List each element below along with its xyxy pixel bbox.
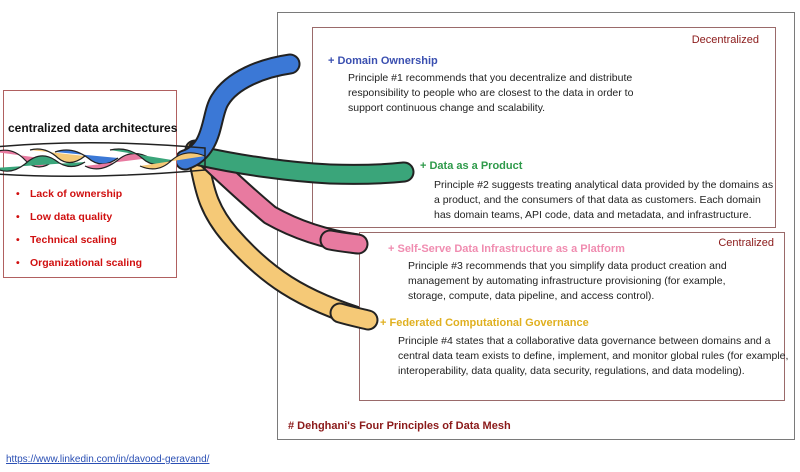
principle-3-line: storage, compute, data pipeline, and acc… (408, 290, 655, 302)
principle-2-line: has domain teams, API code, data and met… (434, 209, 752, 221)
decentralized-label: Decentralized (691, 34, 759, 46)
centralized-box: Centralized (359, 232, 785, 401)
issue-item: Low data quality (16, 211, 112, 223)
rope-pink-tip-fill (321, 231, 367, 253)
principle-3-line: Principle #3 recommends that you simplif… (408, 260, 727, 272)
rope-yellow-fill (186, 141, 377, 329)
principle-3-heading: + Self-Serve Data Infrastructure as a Pl… (388, 243, 625, 255)
principle-1-line: support continuous change and scalabilit… (348, 102, 546, 114)
centralized-label: Centralized (718, 237, 774, 249)
decentralized-box: Decentralized (312, 27, 776, 228)
principle-2-line: a product, and the consumers of that dat… (434, 194, 761, 206)
principle-3-line: management by automating infrastructure … (408, 275, 726, 287)
rope-yellow-tip-fill (331, 304, 377, 329)
issue-item: Lack of ownership (16, 188, 122, 200)
twist-seg (29, 148, 86, 164)
centralized-architectures-box (3, 90, 177, 278)
principle-2-line: Principle #2 suggests treating analytica… (434, 179, 774, 191)
twist-seg (139, 152, 206, 170)
principle-4-line: Principle #4 states that a collaborative… (398, 335, 771, 347)
rope-green-fill (191, 147, 413, 183)
centralized-title: centralized data architectures (8, 121, 178, 135)
principle-4-line: central data team exists to define, impl… (398, 350, 789, 362)
twist-outline (0, 141, 206, 177)
principle-4-heading: + Federated Computational Governance (380, 317, 589, 329)
issue-item: Organizational scaling (16, 257, 142, 269)
twist-seg (54, 149, 119, 165)
linkedin-link[interactable]: https://www.linkedin.com/in/davood-gerav… (6, 454, 210, 465)
twist-seg (84, 152, 151, 170)
principle-4-line: interoperability, data quality, data sec… (398, 365, 745, 377)
diagram-title: # Dehghani's Four Principles of Data Mes… (288, 420, 511, 432)
twist-seg (109, 148, 173, 166)
principle-1-heading: + Domain Ownership (328, 55, 438, 67)
rope-blue-fill (176, 55, 299, 169)
issue-item: Technical scaling (16, 234, 117, 246)
principle-2-heading: + Data as a Product (420, 160, 523, 172)
twist-seg (0, 155, 86, 172)
principle-1-line: Principle #1 recommends that you decentr… (348, 72, 633, 84)
principle-1-line: responsibility to people who are closest… (348, 87, 634, 99)
